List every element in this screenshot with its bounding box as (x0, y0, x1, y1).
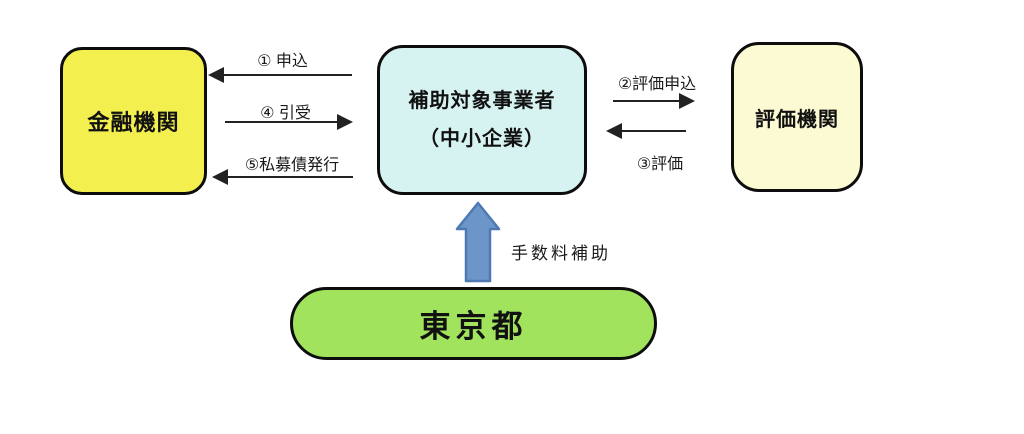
arrow-evaluate-head-left-icon (606, 123, 622, 139)
node-financial-institution-label: 金融機関 (87, 110, 180, 135)
arrow-evaluate-label: ③評価 (636, 156, 684, 173)
node-tokyo-metropolitan: 東京都 (290, 287, 657, 360)
node-subsidized-business-label-line2: （中小企業） (419, 128, 545, 150)
arrow-underwrite-label: ④ 引受 (260, 105, 311, 122)
fee-subsidy-label: 手数料補助 (511, 244, 611, 263)
arrow-underwrite-head-right-icon (337, 114, 353, 130)
node-financial-institution: 金融機関 (60, 47, 207, 195)
node-subsidized-business-label-line1: 補助対象事業者 (408, 90, 556, 112)
arrow-apply-label: ① 申込 (257, 53, 308, 70)
node-tokyo-metropolitan-label: 東京都 (419, 309, 528, 344)
arrow-apply-head-left-icon (208, 67, 224, 83)
arrow-apply-line (222, 74, 352, 76)
node-evaluation-organization: 評価機関 (731, 42, 863, 192)
arrow-bond-issue-line (228, 176, 353, 178)
arrow-evaluate-line (622, 130, 686, 132)
arrow-eval-apply-head-right-icon (679, 93, 695, 109)
arrow-bond-issue-label: ⑤私募債発行 (244, 157, 340, 174)
arrow-eval-apply-line (613, 100, 679, 102)
node-subsidized-business: 補助対象事業者 （中小企業） (377, 45, 587, 195)
node-evaluation-organization-label: 評価機関 (755, 108, 839, 131)
fee-subsidy-up-arrow-icon (455, 201, 501, 283)
arrow-eval-apply-label: ②評価申込 (617, 76, 697, 93)
arrow-bond-issue-head-left-icon (212, 169, 228, 185)
arrow-underwrite-line (225, 121, 337, 123)
